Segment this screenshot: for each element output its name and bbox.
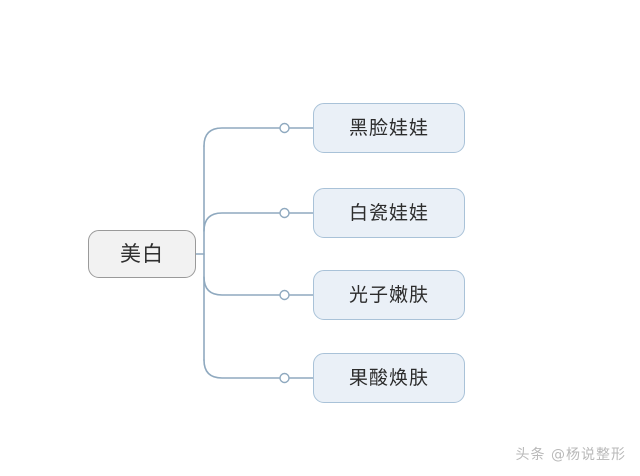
connector-branch-0	[203, 127, 281, 147]
mindmap-node-0[interactable]: 黑脸娃娃	[313, 103, 465, 153]
connector-dot-2	[279, 289, 290, 301]
mindmap-node-1[interactable]: 白瓷娃娃	[313, 188, 465, 238]
mindmap-node-2-label: 光子嫩肤	[348, 283, 429, 306]
connector-branch-2	[203, 276, 281, 296]
connector-branch-1	[203, 212, 281, 232]
connector-dot-3	[279, 372, 290, 384]
mindmap-node-1-label: 白瓷娃娃	[348, 201, 429, 224]
mindmap-node-3-label: 果酸焕肤	[348, 366, 429, 389]
mindmap-root-label: 美白	[120, 241, 164, 266]
mindmap-node-0-label: 黑脸娃娃	[348, 116, 429, 139]
mindmap-root-node[interactable]: 美白	[88, 230, 196, 278]
connector-branch-3	[203, 359, 281, 379]
connector-dot-0	[279, 122, 290, 134]
mindmap-node-2[interactable]: 光子嫩肤	[313, 270, 465, 320]
connector-dot-1	[279, 207, 290, 219]
watermark-text: 头条 @杨说整形	[515, 447, 626, 463]
mindmap-node-3[interactable]: 果酸焕肤	[313, 353, 465, 403]
